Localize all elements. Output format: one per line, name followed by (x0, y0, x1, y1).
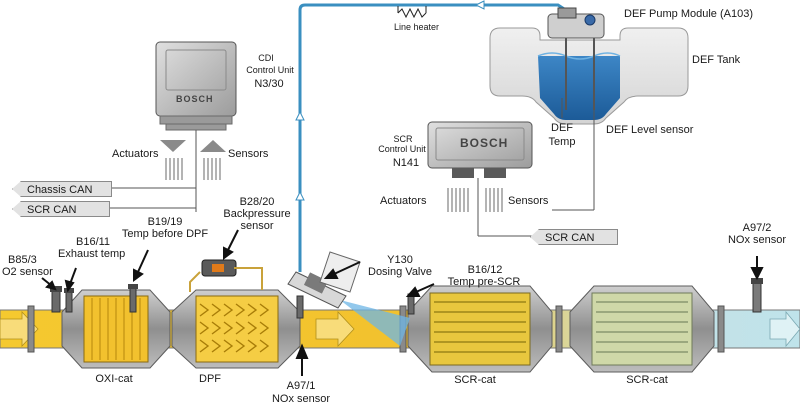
callout-arrows (41, 229, 764, 376)
def-temp-label-line1: DEF (551, 122, 573, 134)
b28-label-line2: Backpressure (223, 208, 291, 220)
b16-11-label-line2: Exhaust temp (58, 248, 126, 260)
scr-actuators-label: Actuators (380, 195, 427, 207)
cdi-actuators-label: Actuators (112, 148, 159, 160)
scr-cat-2-label: SCR-cat (626, 374, 668, 386)
a97-1-label-line2: NOx sensor (271, 393, 331, 405)
nox-sensor-a97-2 (751, 278, 763, 313)
cdi-sensors-label: Sensors (228, 148, 269, 160)
exhaust-temp-sensor-b16-11 (64, 288, 74, 313)
chassis-can-tag: Chassis CAN (12, 181, 112, 197)
line-heater-label: Line heater (394, 22, 440, 32)
scr-can-tag-right: SCR CAN (530, 229, 618, 245)
scr-label-line1: SCR (393, 134, 413, 144)
scr-cat-2-housing (569, 285, 715, 373)
y130-label-line2: Dosing Valve (368, 266, 432, 278)
b28-label-line3: sensor (240, 220, 274, 232)
scr-sensors-label: Sensors (508, 195, 549, 207)
def-pump-module (547, 7, 605, 110)
dpf-housing (171, 289, 301, 369)
cdi-control-unit (155, 41, 237, 131)
b16-12-label-line1: B16/12 (467, 264, 503, 276)
temp-sensor-b19 (128, 284, 138, 313)
scr-can-tag-left: SCR CAN (12, 201, 110, 217)
a97-1-label-line1: A97/1 (286, 380, 316, 392)
scr-label-line3: N141 (392, 157, 420, 169)
cdi-brand: BOSCH (176, 94, 214, 104)
y130-label-line1: Y130 (387, 254, 413, 266)
def-supply-line (298, 3, 573, 272)
cdi-io-arrows (108, 130, 226, 212)
scr-control-unit (427, 121, 533, 178)
b85-label-line2: O2 sensor (2, 266, 53, 278)
backpressure-sensor-b28 (189, 259, 263, 292)
b19-label-line1: B19/19 (147, 216, 183, 228)
oxi-cat-housing (61, 289, 171, 369)
scr-cat-1-label: SCR-cat (454, 374, 496, 386)
b19-label-line2: Temp before DPF (121, 228, 209, 240)
def-line-arrows (295, 0, 485, 201)
cdi-label-line3: N3/30 (254, 78, 284, 90)
def-sensor-leads (552, 98, 595, 211)
b85-label-line1: B85/3 (8, 254, 37, 266)
def-spray (340, 300, 410, 346)
oxi-cat-label: OXI-cat (95, 373, 133, 385)
b28-label-line1: B28/20 (239, 196, 275, 208)
scr-io-lines (447, 178, 540, 237)
line-heater-icon (397, 6, 427, 19)
a97-2-label-line1: A97/2 (742, 222, 772, 234)
nox-sensor-a97-1 (296, 295, 304, 319)
b16-12-label-line2: Temp pre-SCR (447, 276, 521, 288)
def-temp-label-line2: Temp (548, 136, 576, 148)
scr-label-line2: Control Unit (378, 144, 426, 154)
dpf-label: DPF (199, 373, 221, 385)
a97-2-label-line2: NOx sensor (727, 234, 787, 246)
cdi-label-line1: CDI (258, 53, 274, 63)
def-tank-label: DEF Tank (692, 54, 741, 66)
scr-brand: BOSCH (460, 136, 509, 150)
b16-11-label-line1: B16/11 (76, 236, 111, 248)
def-pump-module-label: DEF Pump Module (A103) (624, 8, 753, 20)
scr-cat-1-housing (407, 285, 553, 373)
cdi-label-line2: Control Unit (246, 65, 294, 75)
def-tank (489, 27, 689, 125)
def-level-sensor-label: DEF Level sensor (606, 124, 694, 136)
